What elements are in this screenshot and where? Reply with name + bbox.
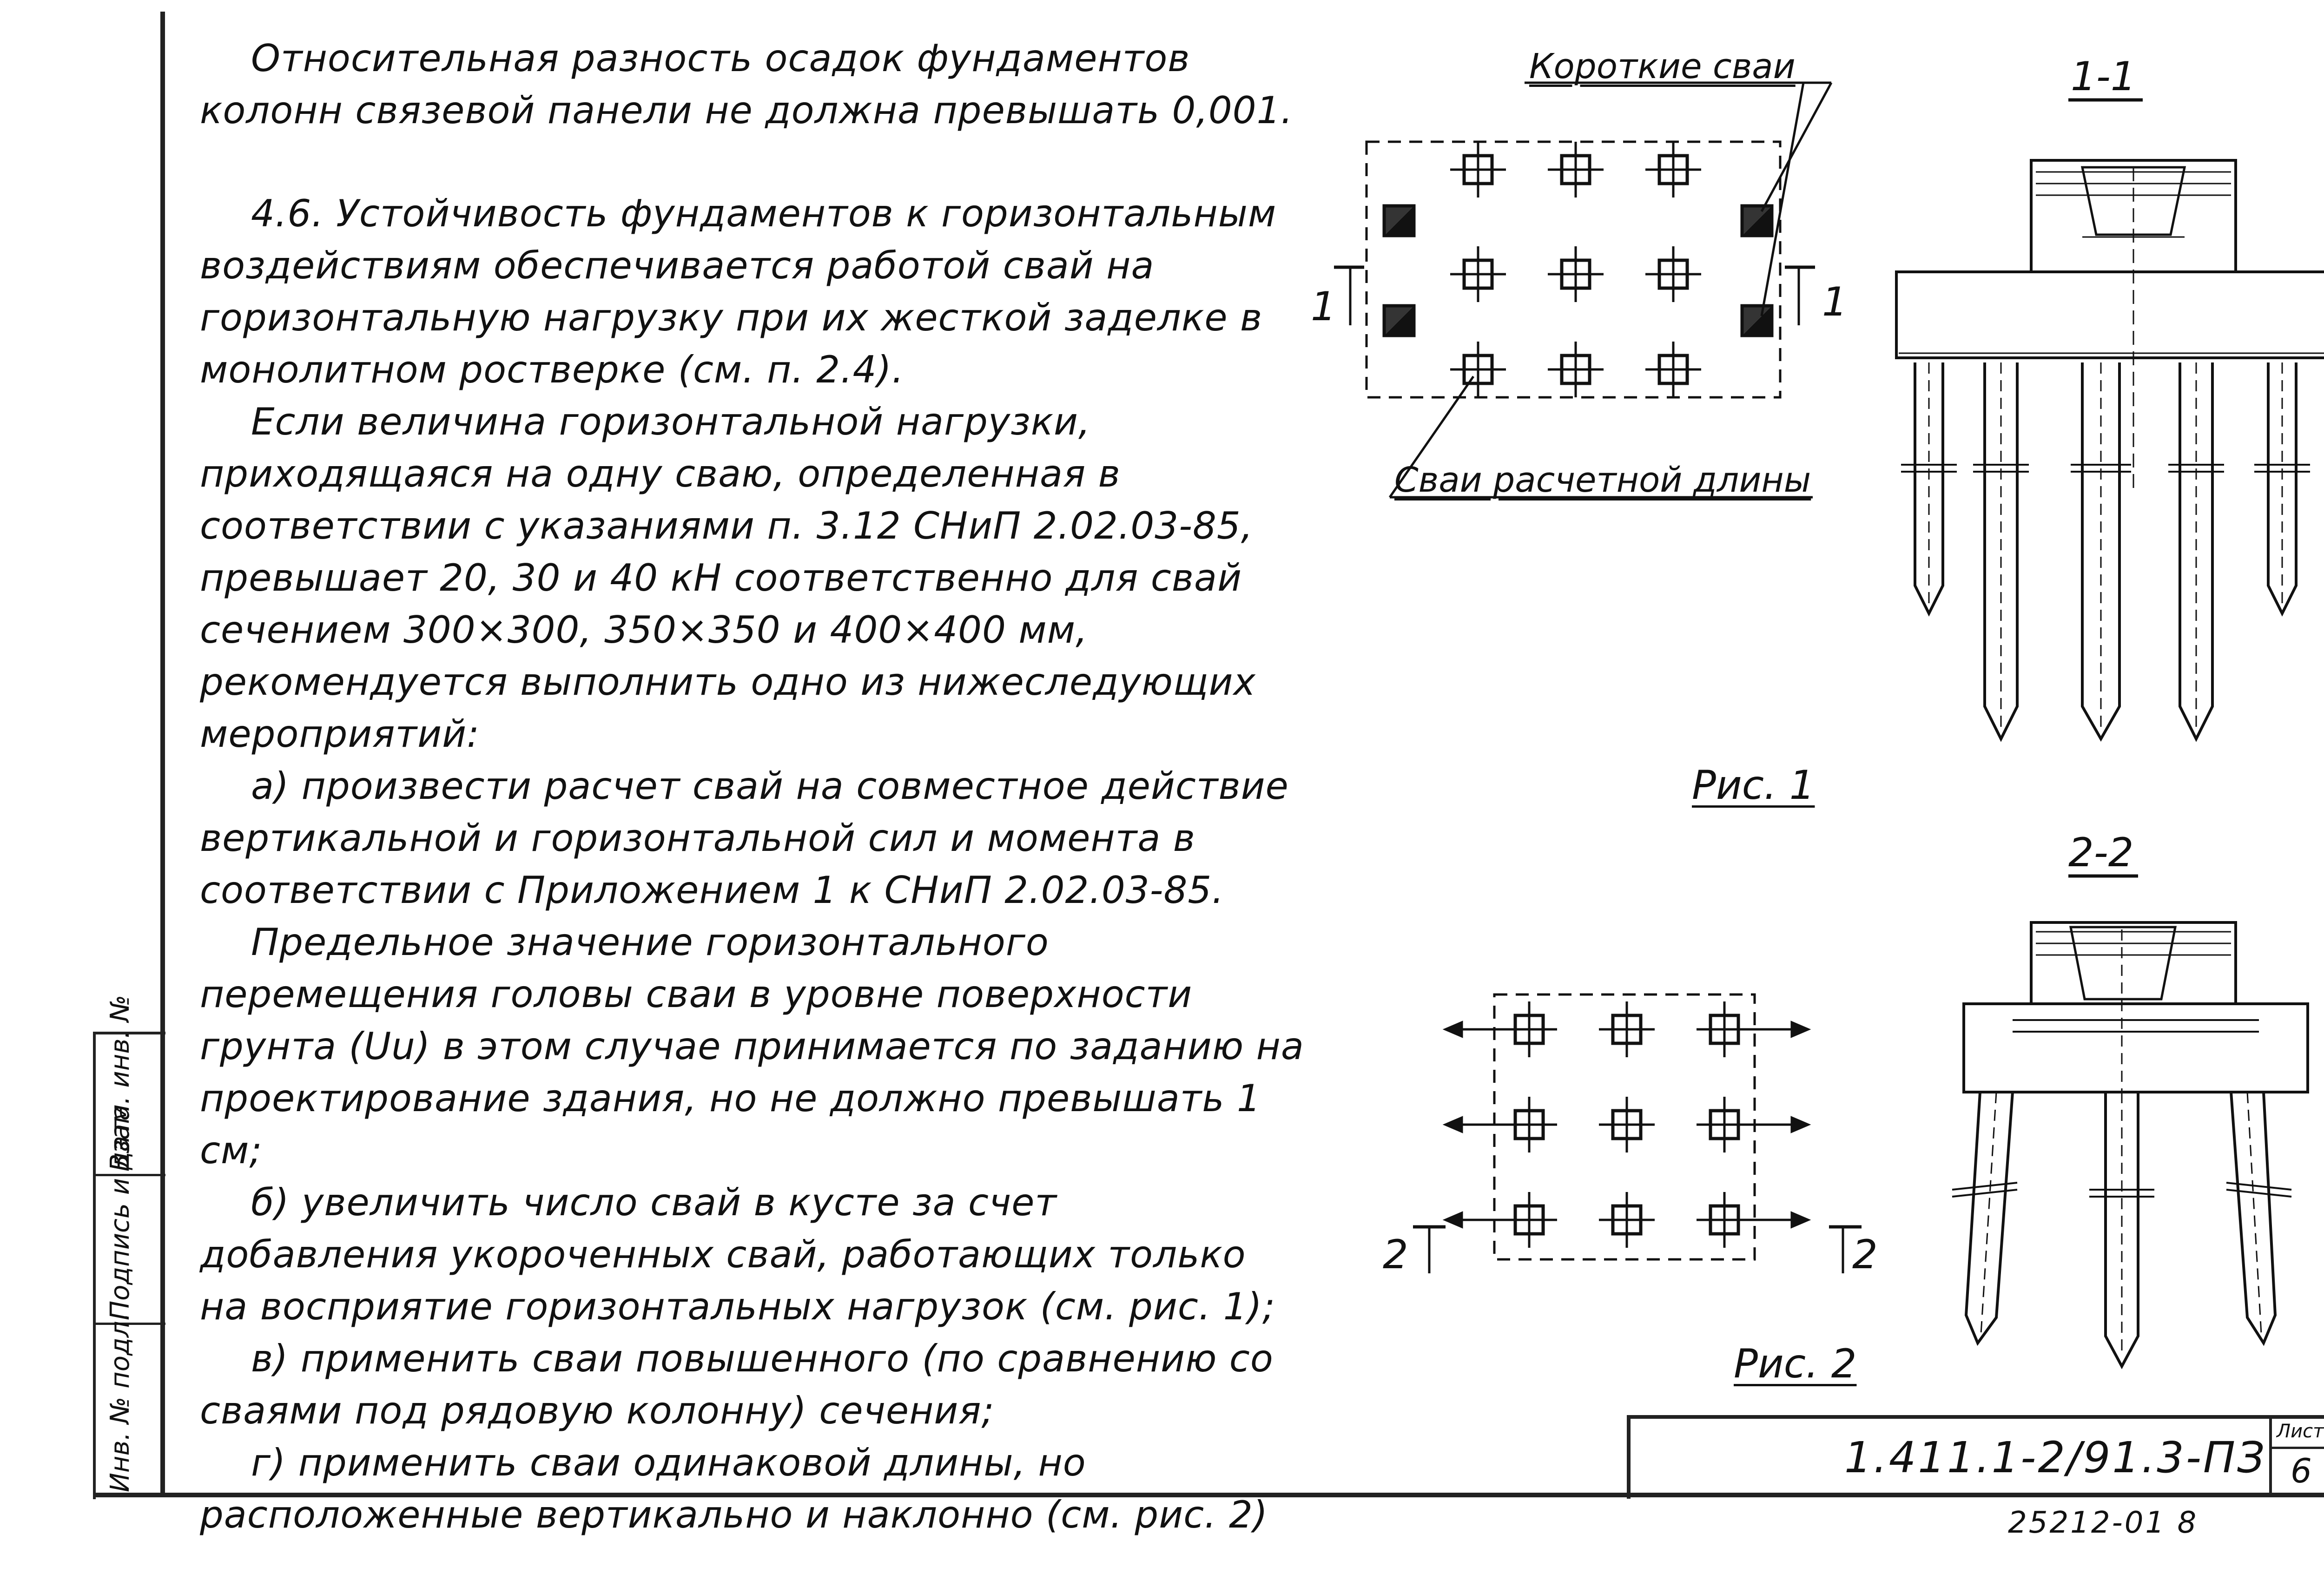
sheet-label: Лист: [2277, 1421, 2324, 1442]
paragraph-4-6: 4.6. Устойчивость фундаментов к горизонт…: [200, 192, 1277, 391]
short-pile: [1384, 306, 1414, 336]
sheet-number: 6: [2291, 1451, 2312, 1490]
short-pile: [1742, 306, 1772, 336]
label-design-piles: Сваи расчетной длины: [1394, 460, 1811, 500]
section-1-1-title: 1-1: [2071, 53, 2136, 100]
pile: [1599, 1001, 1655, 1057]
pile: [1599, 1192, 1655, 1248]
section-mark-2-right: 2: [1852, 1232, 1878, 1278]
section-1-1: [1895, 98, 2324, 742]
paragraph-option-a: а) произвести расчет свай на совместное …: [200, 764, 1289, 912]
fig2-plan: [1413, 993, 1862, 1273]
pile: [1599, 1097, 1655, 1153]
frame-bottom-border: [93, 1493, 2324, 1497]
side-stamp: Взам. инв. № Подпись и дата Инв. № подл.: [93, 995, 165, 1499]
stamp-cell-2: [96, 1174, 165, 1325]
short-pile: [1384, 206, 1414, 236]
fig1-plan: [1334, 81, 1833, 499]
pile: [1548, 142, 1604, 198]
sheet-divider: [2272, 1447, 2324, 1449]
section-2-2: [1952, 874, 2309, 1370]
pile: [1548, 342, 1604, 397]
sheet-box: Лист 6: [2269, 1419, 2324, 1495]
paragraph-option-g: г) применить сваи одинаковой длины, но р…: [200, 1441, 1268, 1536]
section-mark-1-right: 1: [1822, 279, 1848, 325]
section-2-2-title: 2-2: [2068, 830, 2134, 876]
paragraph-settlement: Относительная разность осадок фундаменто…: [200, 37, 1293, 132]
frame-left-border: [160, 12, 165, 1496]
pile: [1450, 246, 1506, 302]
stamp-cell-1: [96, 1034, 165, 1176]
title-block: 1.411.1-2/91.3-ПЗ Лист 6: [1627, 1415, 2324, 1499]
paragraph-limit-displacement: Предельное значение горизонтального пере…: [200, 921, 1304, 1172]
section-mark-2-left: 2: [1383, 1232, 1408, 1278]
pile: [1450, 142, 1506, 198]
document-code: 1.411.1-2/91.3-ПЗ: [1844, 1433, 2267, 1482]
pile: [1645, 246, 1701, 302]
paragraph-option-b: б) увеличить число свай в кусте за счет …: [200, 1181, 1275, 1328]
explanatory-text: Относительная разность осадок фундаменто…: [200, 33, 1306, 1541]
figure-1-caption: Рис. 1: [1692, 762, 1815, 809]
pile: [1450, 342, 1506, 397]
section-mark-1-left: 1: [1311, 283, 1336, 330]
figure-2-caption: Рис. 2: [1734, 1341, 1857, 1387]
pile: [1645, 342, 1701, 397]
pile: [1548, 246, 1604, 302]
archive-number: 25212-01 8: [2008, 1506, 2199, 1540]
short-pile: [1742, 206, 1772, 236]
label-short-piles: Короткие сваи: [1529, 46, 1796, 86]
paragraph-horizontal-load: Если величина горизонтальной нагрузки, п…: [200, 400, 1256, 756]
paragraph-option-v: в) применить сваи повышенного (по сравне…: [200, 1337, 1274, 1432]
pile: [1645, 142, 1701, 198]
